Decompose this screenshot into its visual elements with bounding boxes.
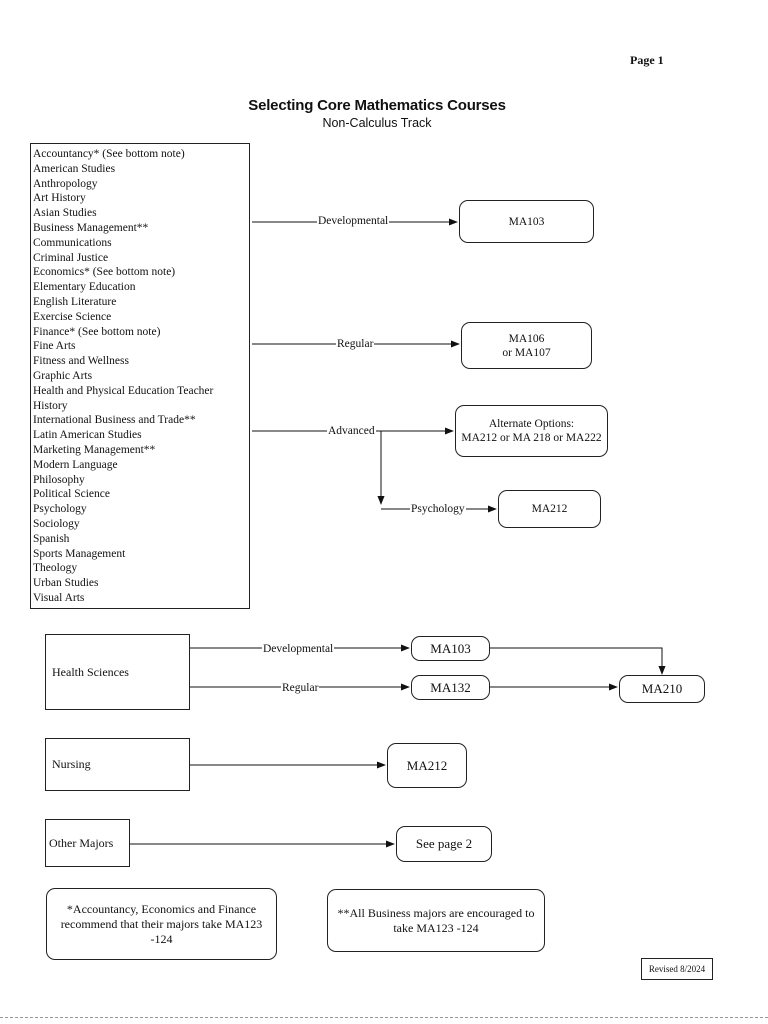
see-page-2-box: See page 2 [396, 826, 492, 862]
course-label: MA212 or MA 218 or MA222 [461, 432, 602, 444]
page-number: Page 1 [630, 53, 664, 67]
regular-path-label: Regular [336, 338, 375, 351]
other-majors-box: Other Majors [45, 819, 130, 867]
hs-ma103-to-ma210-connector [490, 647, 666, 675]
list-item: Visual Arts [33, 591, 85, 604]
accountancy-note-text: *Accountancy, Economics and Finance reco… [60, 901, 263, 946]
majors-list: Accountancy* (See bottom note) American … [33, 147, 249, 606]
business-note-box: **All Business majors are encouraged to … [327, 889, 545, 952]
list-item: Theology [33, 562, 78, 575]
list-item: Fine Arts [33, 340, 76, 353]
course-label: or MA107 [502, 346, 551, 359]
course-label: MA210 [641, 681, 683, 696]
course-label: MA132 [430, 679, 471, 695]
see-page-2-label: See page 2 [415, 836, 473, 851]
list-item: International Business and Trade** [33, 414, 196, 427]
revised-date-box: Revised 8/2024 [641, 958, 713, 980]
course-box-ma106-ma107: MA106 or MA107 [461, 322, 592, 369]
nursing-label: Nursing [52, 757, 91, 771]
list-item: Latin American Studies [33, 429, 142, 442]
course-label: MA212 [406, 757, 448, 773]
advanced-path-label: Advanced [327, 425, 376, 438]
hs-regular-label: Regular [281, 682, 320, 695]
page-subtitle: Non-Calculus Track [322, 116, 432, 130]
course-label: MA212 [531, 503, 568, 515]
psychology-path-label: Psychology [410, 503, 466, 516]
list-item: Anthropology [33, 177, 98, 190]
list-item: Graphic Arts [33, 369, 93, 382]
course-box-psychology-ma212: MA212 [498, 490, 601, 528]
list-item: Art History [33, 192, 86, 205]
list-item: Health and Physical Education Teacher [33, 384, 214, 397]
list-item: Modern Language [33, 458, 118, 471]
course-box-hs-ma132: MA132 [411, 675, 490, 700]
list-item: Marketing Management** [33, 443, 156, 456]
course-box-hs-ma103: MA103 [411, 636, 490, 661]
other-majors-label: Other Majors [49, 835, 114, 850]
list-item: Sociology [33, 517, 80, 530]
course-label: MA103 [430, 640, 471, 656]
page-edge-divider [0, 1017, 768, 1018]
list-item: Elementary Education [33, 281, 136, 294]
list-item: Communications [33, 236, 112, 249]
course-box-nursing-ma212: MA212 [387, 743, 467, 788]
hs-developmental-label: Developmental [262, 643, 335, 656]
list-item: History [33, 399, 68, 412]
list-item: Political Science [33, 488, 110, 501]
page-title: Selecting Core Mathematics Courses [248, 97, 506, 114]
health-sciences-label: Health Sciences [52, 664, 129, 679]
business-note-text: **All Business majors are encouraged to … [337, 905, 535, 935]
list-item: Psychology [33, 503, 87, 516]
list-item: Business Management** [33, 221, 149, 234]
course-box-alternate-options: Alternate Options: MA212 or MA 218 or MA… [455, 405, 608, 457]
nursing-box: Nursing [45, 738, 190, 791]
list-item: Economics* (See bottom note) [33, 266, 176, 279]
list-item: Criminal Justice [33, 251, 109, 264]
list-item: Accountancy* (See bottom note) [33, 148, 185, 160]
list-item: Exercise Science [33, 310, 112, 323]
list-item: Sports Management [33, 547, 126, 560]
list-item: Fitness and Wellness [33, 355, 129, 368]
course-label: MA106 [508, 332, 545, 345]
list-item: Finance* (See bottom note) [33, 325, 161, 338]
majors-list-box: Accountancy* (See bottom note) American … [30, 143, 250, 609]
list-item: Asian Studies [33, 207, 97, 220]
health-sciences-box: Health Sciences [45, 634, 190, 710]
course-label: MA103 [508, 215, 545, 228]
list-item: Philosophy [33, 473, 85, 486]
developmental-path-label: Developmental [317, 215, 390, 228]
list-item: Spanish [33, 532, 70, 545]
list-item: Urban Studies [33, 577, 99, 590]
list-item: American Studies [33, 162, 116, 175]
accountancy-note-box: *Accountancy, Economics and Finance reco… [46, 888, 277, 960]
course-label: Alternate Options: [488, 418, 575, 430]
list-item: English Literature [33, 295, 117, 308]
course-box-ma103: MA103 [459, 200, 594, 243]
course-box-hs-ma210: MA210 [619, 675, 705, 703]
